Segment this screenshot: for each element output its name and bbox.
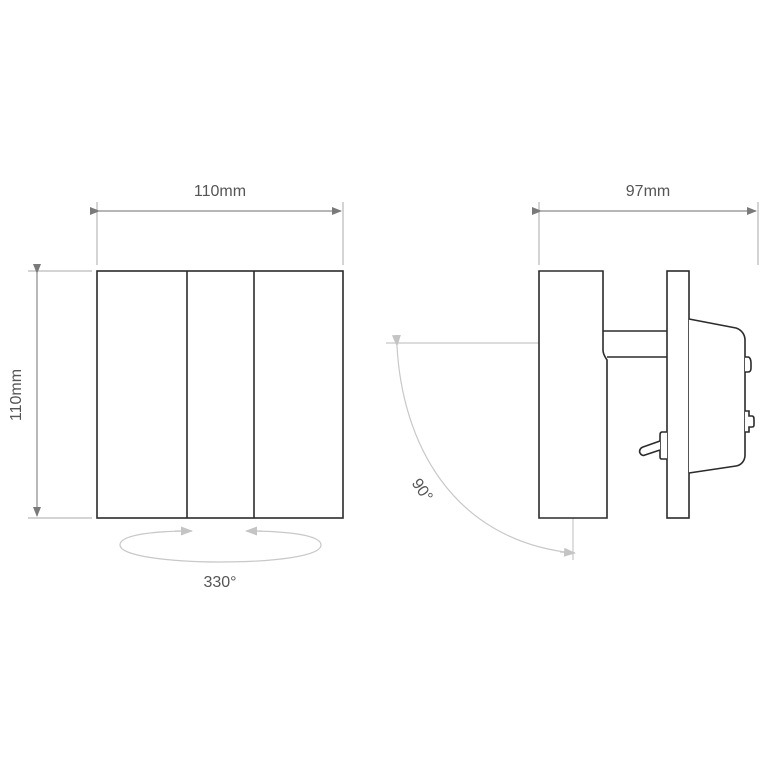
width-label: 110mm xyxy=(194,183,246,200)
height-label: 110mm xyxy=(8,369,25,421)
height-dimension: 110mm xyxy=(8,264,92,519)
rotation-label: 330° xyxy=(203,574,236,591)
wall-plate xyxy=(666,270,690,519)
rotation-indicator: 330° xyxy=(119,526,322,591)
depth-label: 97mm xyxy=(626,183,670,200)
lamp-side-head xyxy=(538,270,608,519)
depth-dimension: 97mm xyxy=(532,183,759,265)
tilt-label: 90° xyxy=(408,476,436,506)
width-dimension: 110mm xyxy=(90,183,344,265)
back-box xyxy=(688,318,755,474)
side-view: 97mm 90° xyxy=(386,183,759,560)
lamp-front-body xyxy=(96,270,344,519)
front-view: 110mm 110mm 330° xyxy=(8,183,344,591)
lamp-arm xyxy=(603,330,667,358)
toggle-switch-icon xyxy=(638,431,667,460)
